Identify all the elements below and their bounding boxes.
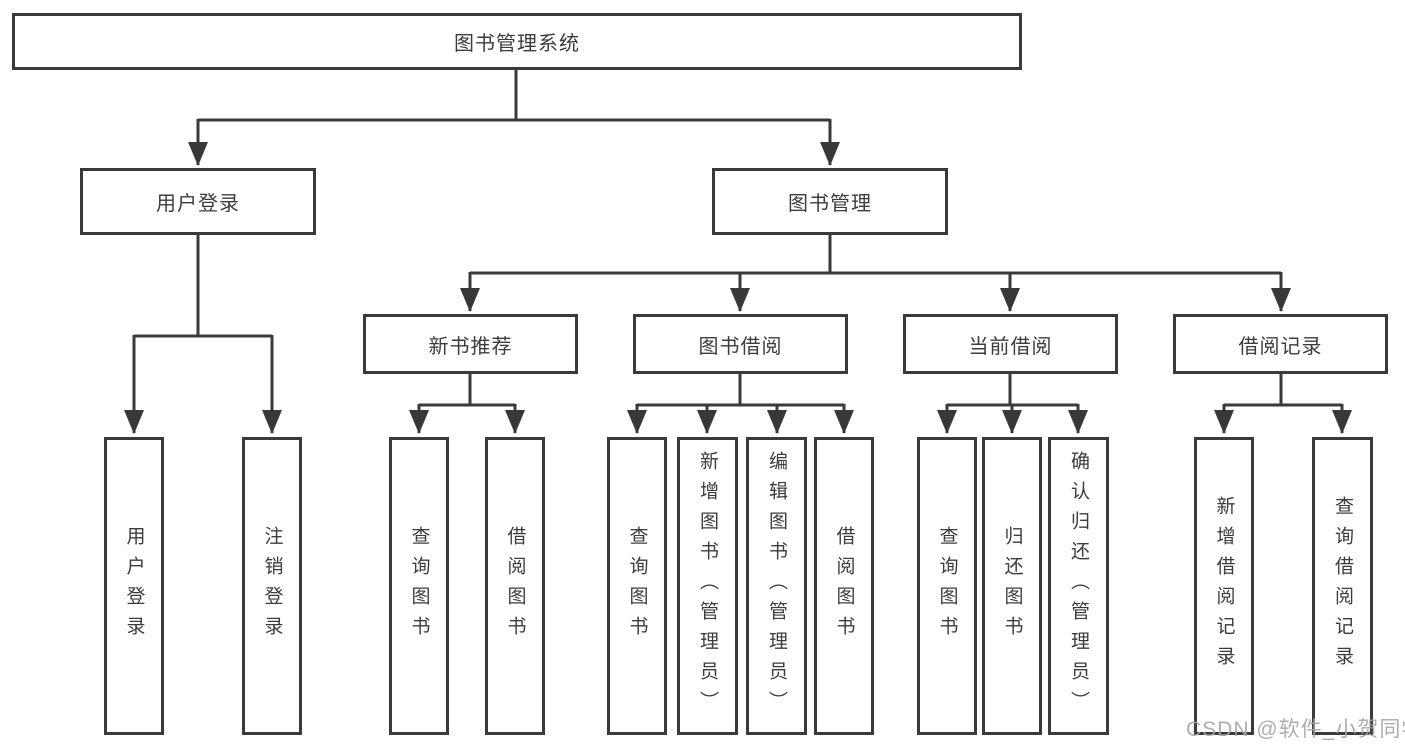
node-label: 查询借阅记录 (1332, 496, 1353, 676)
node-label: 查询图书 (626, 526, 648, 646)
node-label: 图书管理 (788, 193, 872, 215)
connector-book-borrow-children (627, 374, 854, 434)
node-label: 注销登录 (261, 526, 283, 646)
node-label: 新增借阅记录 (1213, 496, 1235, 676)
leaf-query-book-current: 查询图书 (917, 437, 977, 735)
node-new-book-recommend: 新书推荐 (363, 314, 578, 374)
csdn-watermark: CSDN @软件_小贺同学 (1186, 718, 1405, 741)
node-label: 用户登录 (123, 526, 145, 646)
leaf-borrow-book: 借阅图书 (814, 437, 874, 735)
node-label: 图书管理系统 (454, 33, 580, 55)
leaf-edit-book-admin: 编辑图书（管理员） (746, 437, 807, 735)
connector-user-login-children (124, 235, 282, 434)
leaf-add-book-admin: 新增图书（管理员） (677, 437, 738, 735)
leaf-query-book-recommend: 查询图书 (389, 437, 449, 735)
connector-borrow-record-children (1214, 374, 1352, 434)
node-label: 确认归还（管理员） (1068, 451, 1089, 721)
node-label: 查询图书 (408, 526, 430, 646)
leaf-query-borrow-record: 查询借阅记录 (1312, 437, 1373, 735)
node-root-system: 图书管理系统 (12, 13, 1022, 70)
node-book-management: 图书管理 (712, 168, 948, 235)
node-borrow-records: 借阅记录 (1173, 314, 1388, 374)
node-label: 用户登录 (156, 193, 240, 215)
leaf-add-borrow-record: 新增借阅记录 (1194, 437, 1254, 735)
leaf-confirm-return-admin: 确认归还（管理员） (1048, 437, 1109, 735)
connector-new-book-children (409, 374, 525, 434)
connector-book-management-children (460, 235, 1291, 312)
node-label: 归还图书 (1001, 526, 1023, 646)
node-label: 新书推荐 (428, 335, 513, 358)
node-label: 编辑图书（管理员） (766, 451, 787, 721)
node-label: 借阅图书 (504, 526, 526, 646)
node-user-login-group: 用户登录 (80, 168, 316, 235)
leaf-logout: 注销登录 (242, 437, 302, 735)
connector-root-to-level2 (188, 70, 840, 166)
leaf-return-book: 归还图书 (982, 437, 1042, 735)
leaf-user-login: 用户登录 (104, 437, 164, 735)
node-label: 图书借阅 (698, 335, 783, 358)
node-book-borrow: 图书借阅 (633, 314, 848, 374)
node-label: 借阅记录 (1238, 335, 1323, 358)
node-current-borrow: 当前借阅 (903, 314, 1118, 374)
leaf-borrow-book-recommend: 借阅图书 (485, 437, 545, 735)
node-label: 借阅图书 (833, 526, 855, 646)
node-label: 当前借阅 (968, 335, 1053, 358)
connector-current-borrow-children (937, 374, 1088, 434)
node-label: 新增图书（管理员） (697, 451, 718, 721)
leaf-query-book-borrow: 查询图书 (607, 437, 667, 735)
node-label: 查询图书 (936, 526, 958, 646)
